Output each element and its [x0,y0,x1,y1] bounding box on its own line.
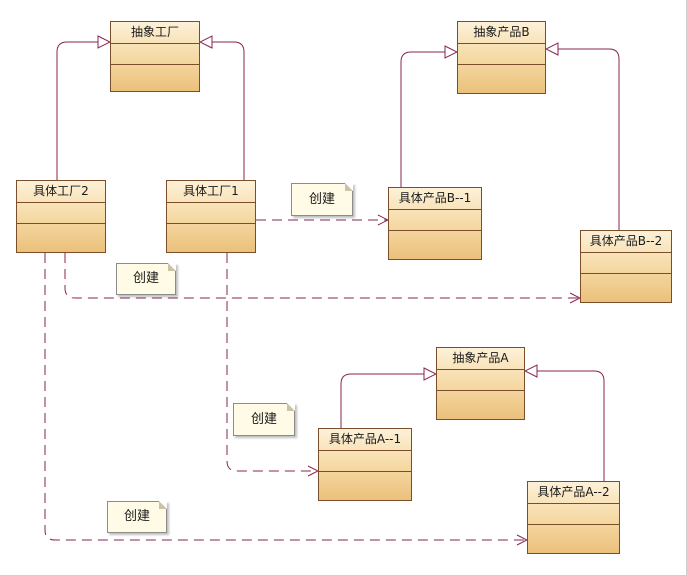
class-name: 具体产品A--1 [319,429,411,451]
attributes-section [111,44,199,65]
operations-section [458,65,545,85]
note-create-factory1-productb1[interactable]: 创建 [291,183,353,216]
operations-section [111,65,199,85]
class-name: 抽象产品A [437,348,524,370]
operations-section [437,391,524,411]
note-create-factory1-producta1[interactable]: 创建 [233,403,295,436]
note-text: 创建 [250,412,277,427]
note-text: 创建 [132,271,159,286]
note-text: 创建 [123,509,150,524]
operations-section [319,472,411,492]
note-fold-corner [287,403,295,411]
note-create-factory2-productb2[interactable]: 创建 [116,263,176,295]
note-text: 创建 [308,192,335,207]
operations-section [167,224,255,244]
operations-section [528,525,619,545]
attributes-section [437,370,524,391]
note-fold-corner [345,183,353,191]
dependency-factory2-creates-productb2 [64,253,580,298]
operations-section [17,224,105,244]
class-product-a2[interactable]: 具体产品A--2 [527,481,620,554]
generalization-producta2-to-abstract-product-a [525,371,605,481]
generalization-factory1-to-abstract-factory [200,42,245,180]
note-create-factory2-producta2[interactable]: 创建 [107,501,167,533]
attributes-section [528,504,619,525]
class-product-b2[interactable]: 具体产品B--2 [580,230,672,303]
attributes-section [389,210,481,231]
attributes-section [17,203,105,224]
class-concrete-factory-1[interactable]: 具体工厂1 [166,180,256,253]
class-name: 具体产品B--2 [581,231,671,253]
class-abstract-product-a[interactable]: 抽象产品A [436,347,525,420]
class-name: 具体工厂1 [167,181,255,203]
note-fold-corner [159,501,167,509]
class-concrete-factory-2[interactable]: 具体工厂2 [16,180,106,253]
attributes-section [319,451,411,472]
operations-section [581,274,671,294]
class-abstract-factory[interactable]: 抽象工厂 [110,21,200,92]
class-name: 具体工厂2 [17,181,105,203]
class-abstract-product-b[interactable]: 抽象产品B [457,21,546,94]
attributes-section [458,44,545,65]
attributes-section [167,203,255,224]
operations-section [389,231,481,251]
generalization-factory2-to-abstract-factory [56,42,110,180]
note-fold-corner [168,263,176,271]
class-name: 抽象工厂 [111,22,199,44]
class-product-a1[interactable]: 具体产品A--1 [318,428,412,501]
class-name: 具体产品A--2 [528,482,619,504]
class-name: 抽象产品B [458,22,545,44]
dependency-factory2-creates-producta2 [44,253,527,540]
class-product-b1[interactable]: 具体产品B--1 [388,187,482,260]
generalization-productb2-to-abstract-product-b [546,49,620,230]
class-name: 具体产品B--1 [389,188,481,210]
attributes-section [581,253,671,274]
dependency-factory1-creates-producta1 [226,253,318,471]
generalization-producta1-to-abstract-product-a [340,374,436,428]
generalization-productb1-to-abstract-product-b [400,52,457,187]
